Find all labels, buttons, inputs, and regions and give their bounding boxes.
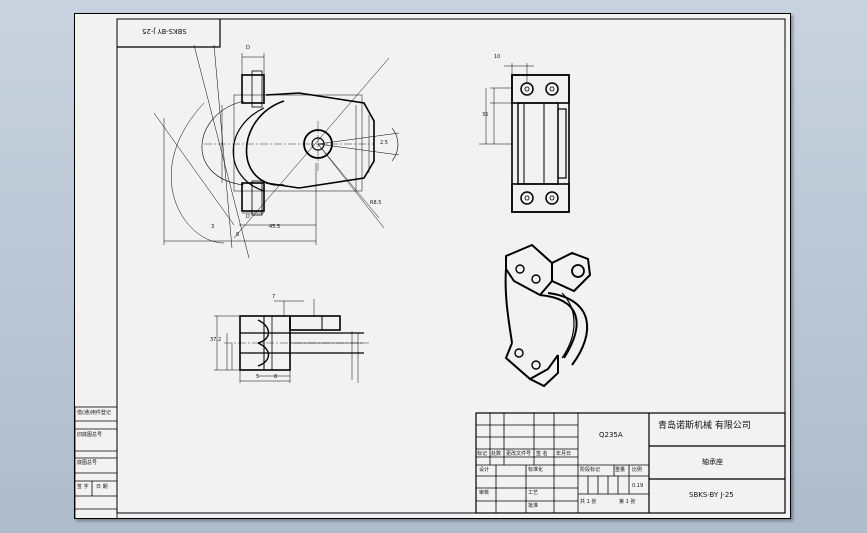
tb-label: 标记 bbox=[477, 451, 488, 457]
dim-text: R8.5 bbox=[370, 200, 382, 206]
side-panel-label: 旧底图总号 bbox=[77, 432, 103, 438]
sheet-count: 共 1 张 bbox=[580, 499, 597, 505]
dim-text: 35 bbox=[482, 112, 489, 118]
dim-text: 8 bbox=[274, 374, 278, 380]
side-panel-label: 签 字 bbox=[77, 484, 89, 490]
sheet-index: 第 1 张 bbox=[619, 499, 636, 505]
tb-label: 工艺 bbox=[528, 490, 539, 496]
tb-label: 签 名 bbox=[536, 451, 548, 457]
dim-text: D bbox=[246, 214, 250, 220]
tb-label: 处数 bbox=[491, 451, 502, 457]
side-panel-label: 日 期 bbox=[96, 484, 108, 490]
tb-label: 阶段标记 bbox=[580, 467, 601, 473]
dim-text: 3 bbox=[211, 224, 215, 230]
tb-label: 设计 bbox=[479, 467, 490, 473]
tb-label: 批准 bbox=[528, 503, 539, 509]
dim-text: 10 bbox=[494, 54, 501, 60]
drawing-sheet: SBKS-BY J-25 D D 45.5 3 8 R8.5 2.5 7 37.… bbox=[74, 13, 791, 519]
side-panel-label: 借(通)用件登记 bbox=[77, 410, 111, 416]
dim-text: 2.5 bbox=[380, 140, 388, 146]
drawing-number: SBKS-BY J-25 bbox=[689, 491, 734, 499]
weight: 0.19 bbox=[632, 483, 644, 489]
tb-label: 更改文件号 bbox=[506, 451, 532, 457]
side-panel-label: 底图总号 bbox=[77, 460, 98, 466]
top-view bbox=[214, 299, 369, 383]
title-block-lines bbox=[475, 412, 786, 514]
dim-text: 37.2 bbox=[210, 337, 222, 343]
part-name: 轴承座 bbox=[702, 458, 723, 466]
flipped-drawing-number: SBKS-BY J-25 bbox=[142, 27, 187, 35]
company-name: 青岛诺斯机械 有限公司 bbox=[658, 421, 751, 431]
dim-text: 7 bbox=[272, 294, 276, 300]
tb-label: 重量 bbox=[615, 467, 626, 473]
isometric-view bbox=[504, 243, 592, 388]
front-view bbox=[153, 44, 400, 259]
material: Q235A bbox=[599, 431, 623, 439]
tb-label: 标准化 bbox=[528, 467, 544, 473]
dim-text: 8 bbox=[236, 232, 240, 238]
dim-text: 5 bbox=[256, 374, 260, 380]
tb-label: 审核 bbox=[479, 490, 490, 496]
dim-text: D bbox=[246, 45, 250, 51]
tb-label: 比例 bbox=[632, 467, 643, 473]
side-panel-lines bbox=[74, 406, 118, 519]
tb-label: 年月日 bbox=[556, 451, 572, 457]
side-view bbox=[479, 63, 570, 213]
dim-text: 45.5 bbox=[269, 224, 281, 230]
drawing-linework bbox=[74, 13, 791, 519]
